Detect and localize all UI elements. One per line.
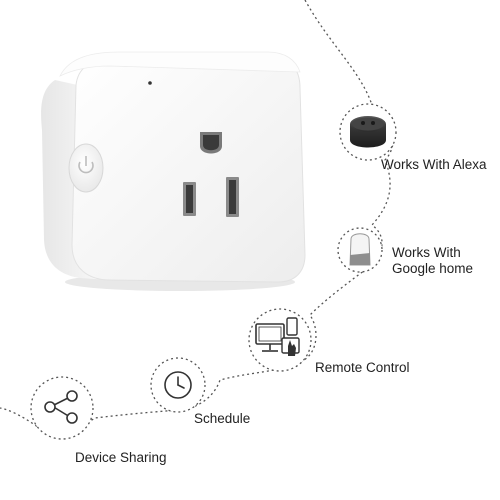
google-label-line1: Works With — [392, 245, 461, 260]
google-home-icon — [349, 233, 371, 266]
alexa-label: Works With Alexa — [381, 157, 487, 172]
device-sharing-label: Device Sharing — [75, 450, 167, 465]
google-label-line2: Google home — [392, 261, 474, 276]
share-icon — [44, 390, 78, 424]
remote-control-label: Remote Control — [315, 360, 410, 375]
google-label: Works With Google home — [392, 245, 473, 277]
schedule-label: Schedule — [194, 411, 251, 426]
clock-icon — [164, 371, 192, 399]
sharing-icon-ring — [30, 376, 94, 440]
devices-icon — [255, 317, 300, 356]
echo-speaker-icon — [350, 116, 386, 148]
power-icon — [68, 143, 104, 193]
